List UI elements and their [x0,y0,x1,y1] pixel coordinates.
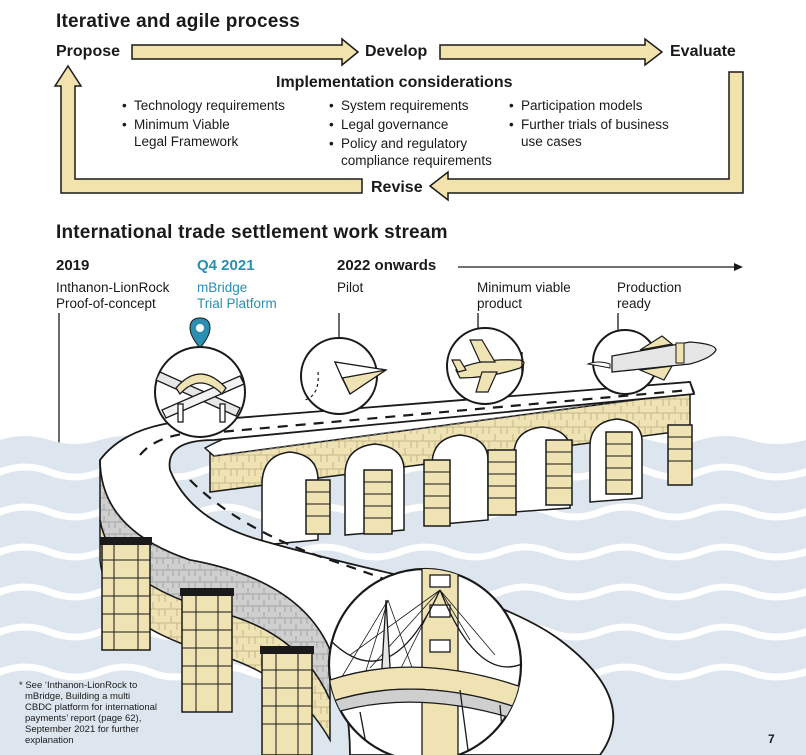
arrow-evaluate-revise [428,71,744,202]
suspension-bridge-circle-icon [327,567,523,755]
considerations-column-1: Technology requirements Minimum Viable L… [122,97,307,152]
propeller-plane-icon [446,327,525,405]
considerations-column-3: Participation models Further trials of b… [509,97,684,152]
considerations-title: Implementation considerations [276,74,513,91]
consideration-item: System requirements [329,97,504,114]
footnote: * See ‘Inthanon-LionRock to mBridge, Bui… [19,680,157,746]
interchange-circle-icon [154,346,246,438]
milestone-year-q4-2021: Q4 2021 [197,257,255,274]
stage-develop: Develop [365,43,428,60]
stage-propose: Propose [56,43,121,60]
considerations-column-2: System requirements Legal governance Pol… [329,97,504,171]
consideration-item: Technology requirements [122,97,307,114]
milestone-year-2022-onwards: 2022 onwards [337,257,437,274]
milestone-year-2019: 2019 [56,257,90,274]
location-pin-icon [189,317,211,349]
consideration-item: Participation models [509,97,684,114]
consideration-item: Minimum Viable Legal Framework [122,116,264,150]
milestone-desc-mvp: Minimum viable product [477,280,571,311]
process-title: Iterative and agile process [56,11,301,32]
milestone-desc-pilot: Pilot [337,280,364,295]
milestone-desc-q4-2021: mBridge Trial Platform [197,280,277,311]
front-bridge-wall [99,459,331,755]
consideration-item: Legal governance [329,116,504,133]
arrow-propose-develop [131,37,360,67]
consideration-item: Policy and regulatory compliance require… [329,135,501,169]
consideration-item: Further trials of business use cases [509,116,686,150]
milestone-desc-2019: Inthanon-LionRock Proof-of-concept [56,280,170,311]
stage-revise: Revise [371,179,423,196]
process-cycle-diagram [53,37,744,202]
paper-plane-icon [300,337,388,415]
page-number: 7 [768,732,775,746]
timeline-arrowhead [734,263,743,271]
arrow-revise-propose [53,64,363,194]
milestone-desc-production: Production ready [617,280,682,311]
bridge-illustration [0,263,806,755]
arrow-develop-evaluate [439,37,664,67]
workstream-title: International trade settlement work stre… [56,222,448,243]
rocket-icon [586,329,717,395]
stage-evaluate: Evaluate [670,43,736,60]
